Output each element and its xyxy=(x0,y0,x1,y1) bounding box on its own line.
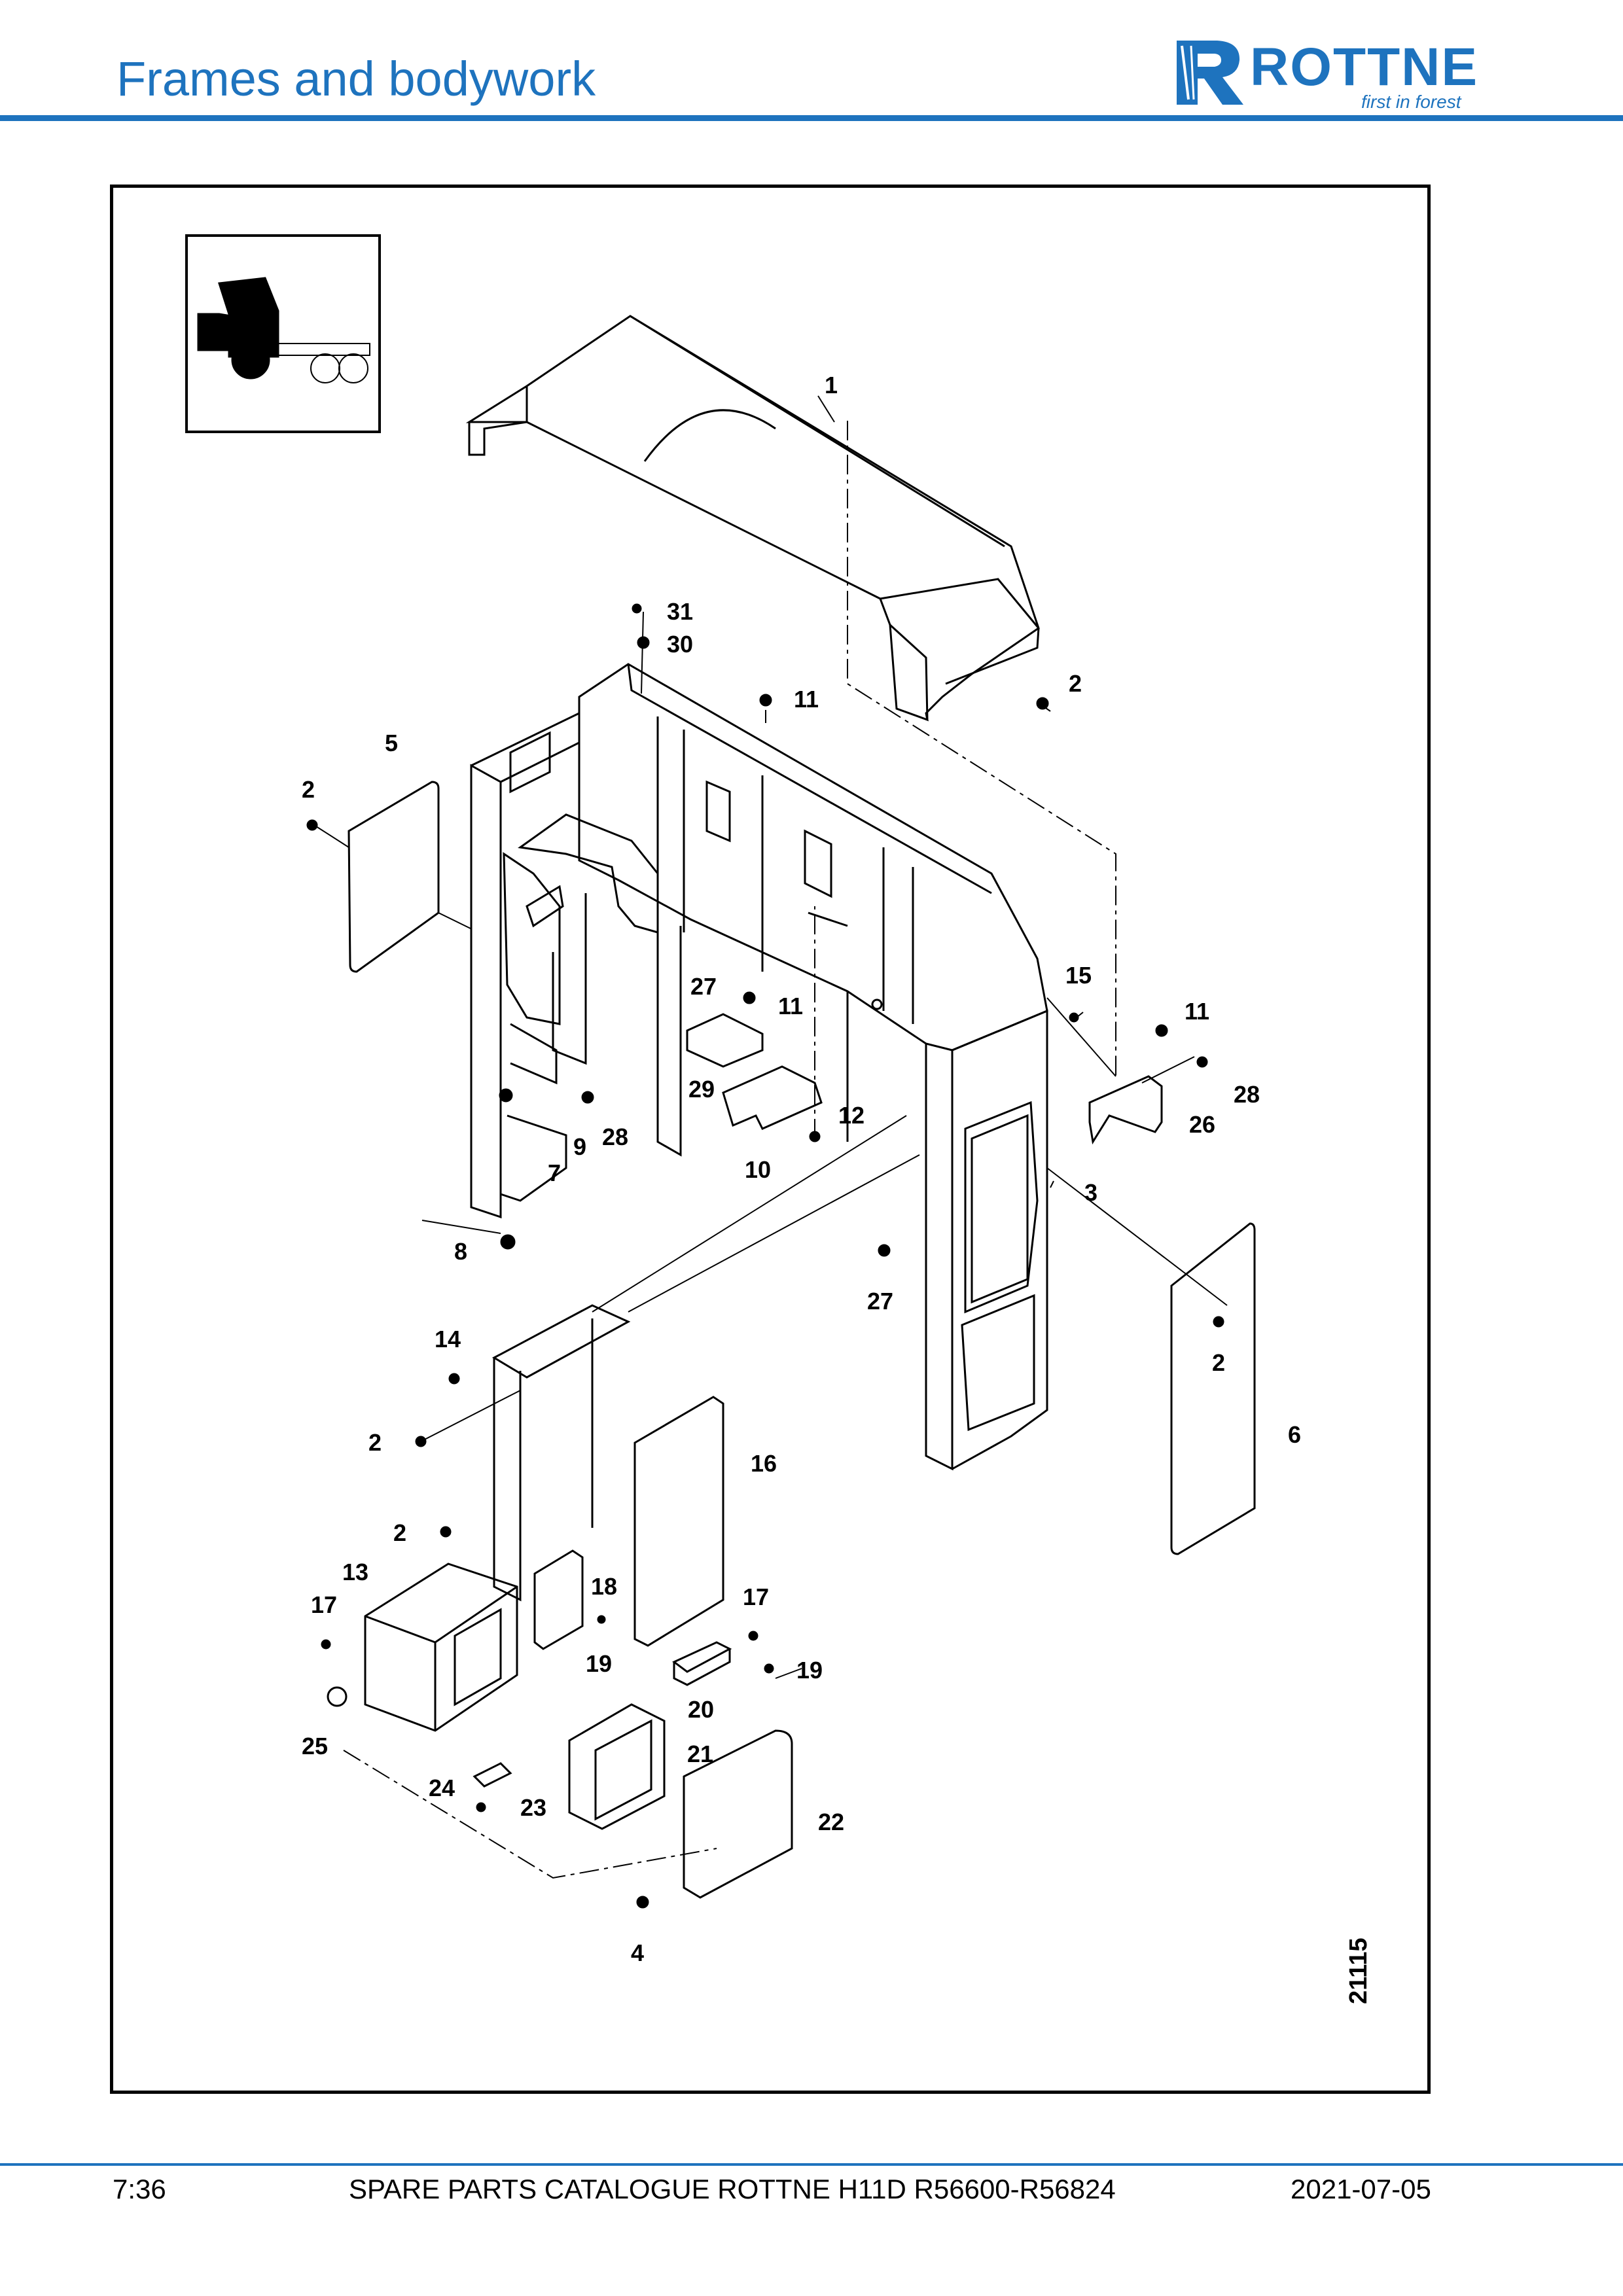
logo-tagline: first in forest xyxy=(1361,92,1461,112)
header-divider xyxy=(0,115,1623,121)
catalogue-title: SPARE PARTS CATALOGUE ROTTNE H11D R56600… xyxy=(349,2174,1116,2204)
callout-2c: 2 xyxy=(1212,1349,1225,1376)
callout-27a: 27 xyxy=(690,973,717,1000)
part-21-frame xyxy=(568,1703,666,1830)
callout-2b: 2 xyxy=(302,776,315,803)
callout-17a: 17 xyxy=(311,1591,337,1618)
callout-11b: 11 xyxy=(778,993,803,1019)
callout-7: 7 xyxy=(548,1159,561,1186)
part-18-connector xyxy=(533,1549,584,1650)
page-number: 7:36 xyxy=(113,2174,166,2204)
publish-date: 2021-07-05 xyxy=(1291,2174,1431,2204)
callout-14: 14 xyxy=(435,1326,461,1352)
callout-5: 5 xyxy=(385,730,398,756)
callout-27b: 27 xyxy=(867,1288,893,1315)
part-10-bracket xyxy=(722,1065,823,1130)
callout-2d: 2 xyxy=(368,1429,382,1456)
page-title: Frames and bodywork xyxy=(116,52,596,106)
part-22-cover xyxy=(683,1729,793,1899)
machine-locator-thumbnail xyxy=(185,234,381,433)
part-13-box xyxy=(364,1563,518,1732)
callout-28a: 28 xyxy=(602,1123,628,1150)
callout-22: 22 xyxy=(818,1809,844,1835)
rottne-logo: ROTTNE first in forest xyxy=(1171,34,1512,112)
part-16-plate xyxy=(633,1396,724,1647)
part-14-duct xyxy=(491,1304,631,1602)
part-20-rail xyxy=(672,1641,732,1686)
part-6-side-panel-right xyxy=(1170,1222,1256,1555)
callout-6: 6 xyxy=(1288,1421,1301,1448)
parts-drawing: 1 2 2 2 2 2 2 3 4 5 6 7 8 9 10 11 11 11 … xyxy=(185,234,1372,2004)
callout-12: 12 xyxy=(838,1102,865,1129)
callout-3: 3 xyxy=(1084,1179,1097,1206)
exploded-view-diagram: 1 2 2 2 2 2 2 3 4 5 6 7 8 9 10 11 11 11 … xyxy=(110,185,1431,2094)
callout-25: 25 xyxy=(302,1733,328,1759)
callout-29: 29 xyxy=(688,1076,715,1103)
callout-2e: 2 xyxy=(393,1519,406,1546)
fasteners xyxy=(306,603,1224,1909)
callout-9: 9 xyxy=(573,1133,586,1160)
callout-16: 16 xyxy=(751,1450,777,1477)
part-1-roof-cover xyxy=(465,315,1040,722)
callout-11a: 11 xyxy=(794,686,819,713)
leader-lines xyxy=(313,395,1228,1879)
callout-30: 30 xyxy=(667,631,693,658)
callout-17b: 17 xyxy=(743,1583,769,1610)
callout-11c: 11 xyxy=(1185,998,1209,1025)
callout-28b: 28 xyxy=(1234,1081,1260,1108)
callout-26: 26 xyxy=(1189,1111,1215,1138)
callout-8: 8 xyxy=(454,1238,467,1265)
callout-15: 15 xyxy=(1065,962,1092,989)
part-5-side-panel-left xyxy=(348,781,440,973)
callout-19a: 19 xyxy=(586,1650,612,1677)
callout-labels: 1 2 2 2 2 2 2 3 4 5 6 7 8 9 10 11 11 11 … xyxy=(302,372,1372,2004)
callout-18: 18 xyxy=(591,1573,617,1600)
callout-4: 4 xyxy=(631,1939,644,1966)
rottne-r-mark-icon xyxy=(1177,41,1243,105)
footer-divider xyxy=(0,2163,1623,2166)
callout-31: 31 xyxy=(667,598,693,625)
callout-24: 24 xyxy=(429,1775,455,1801)
callout-20: 20 xyxy=(688,1696,714,1723)
callout-13: 13 xyxy=(342,1559,368,1585)
part-25-cable-gland xyxy=(327,1686,348,1707)
drawing-number: 21115 xyxy=(1345,1938,1372,2004)
callout-10: 10 xyxy=(745,1156,771,1183)
logo-wordmark: ROTTNE xyxy=(1250,37,1479,97)
part-23-clip xyxy=(473,1762,512,1788)
part-29-hinge xyxy=(686,1013,764,1068)
callout-19b: 19 xyxy=(796,1657,823,1684)
part-26-bracket xyxy=(1088,1075,1163,1145)
part-3-main-frame xyxy=(470,663,1048,1471)
callout-21: 21 xyxy=(687,1740,713,1767)
callout-1: 1 xyxy=(825,372,838,398)
callout-2a: 2 xyxy=(1069,670,1082,697)
callout-23: 23 xyxy=(520,1794,546,1821)
